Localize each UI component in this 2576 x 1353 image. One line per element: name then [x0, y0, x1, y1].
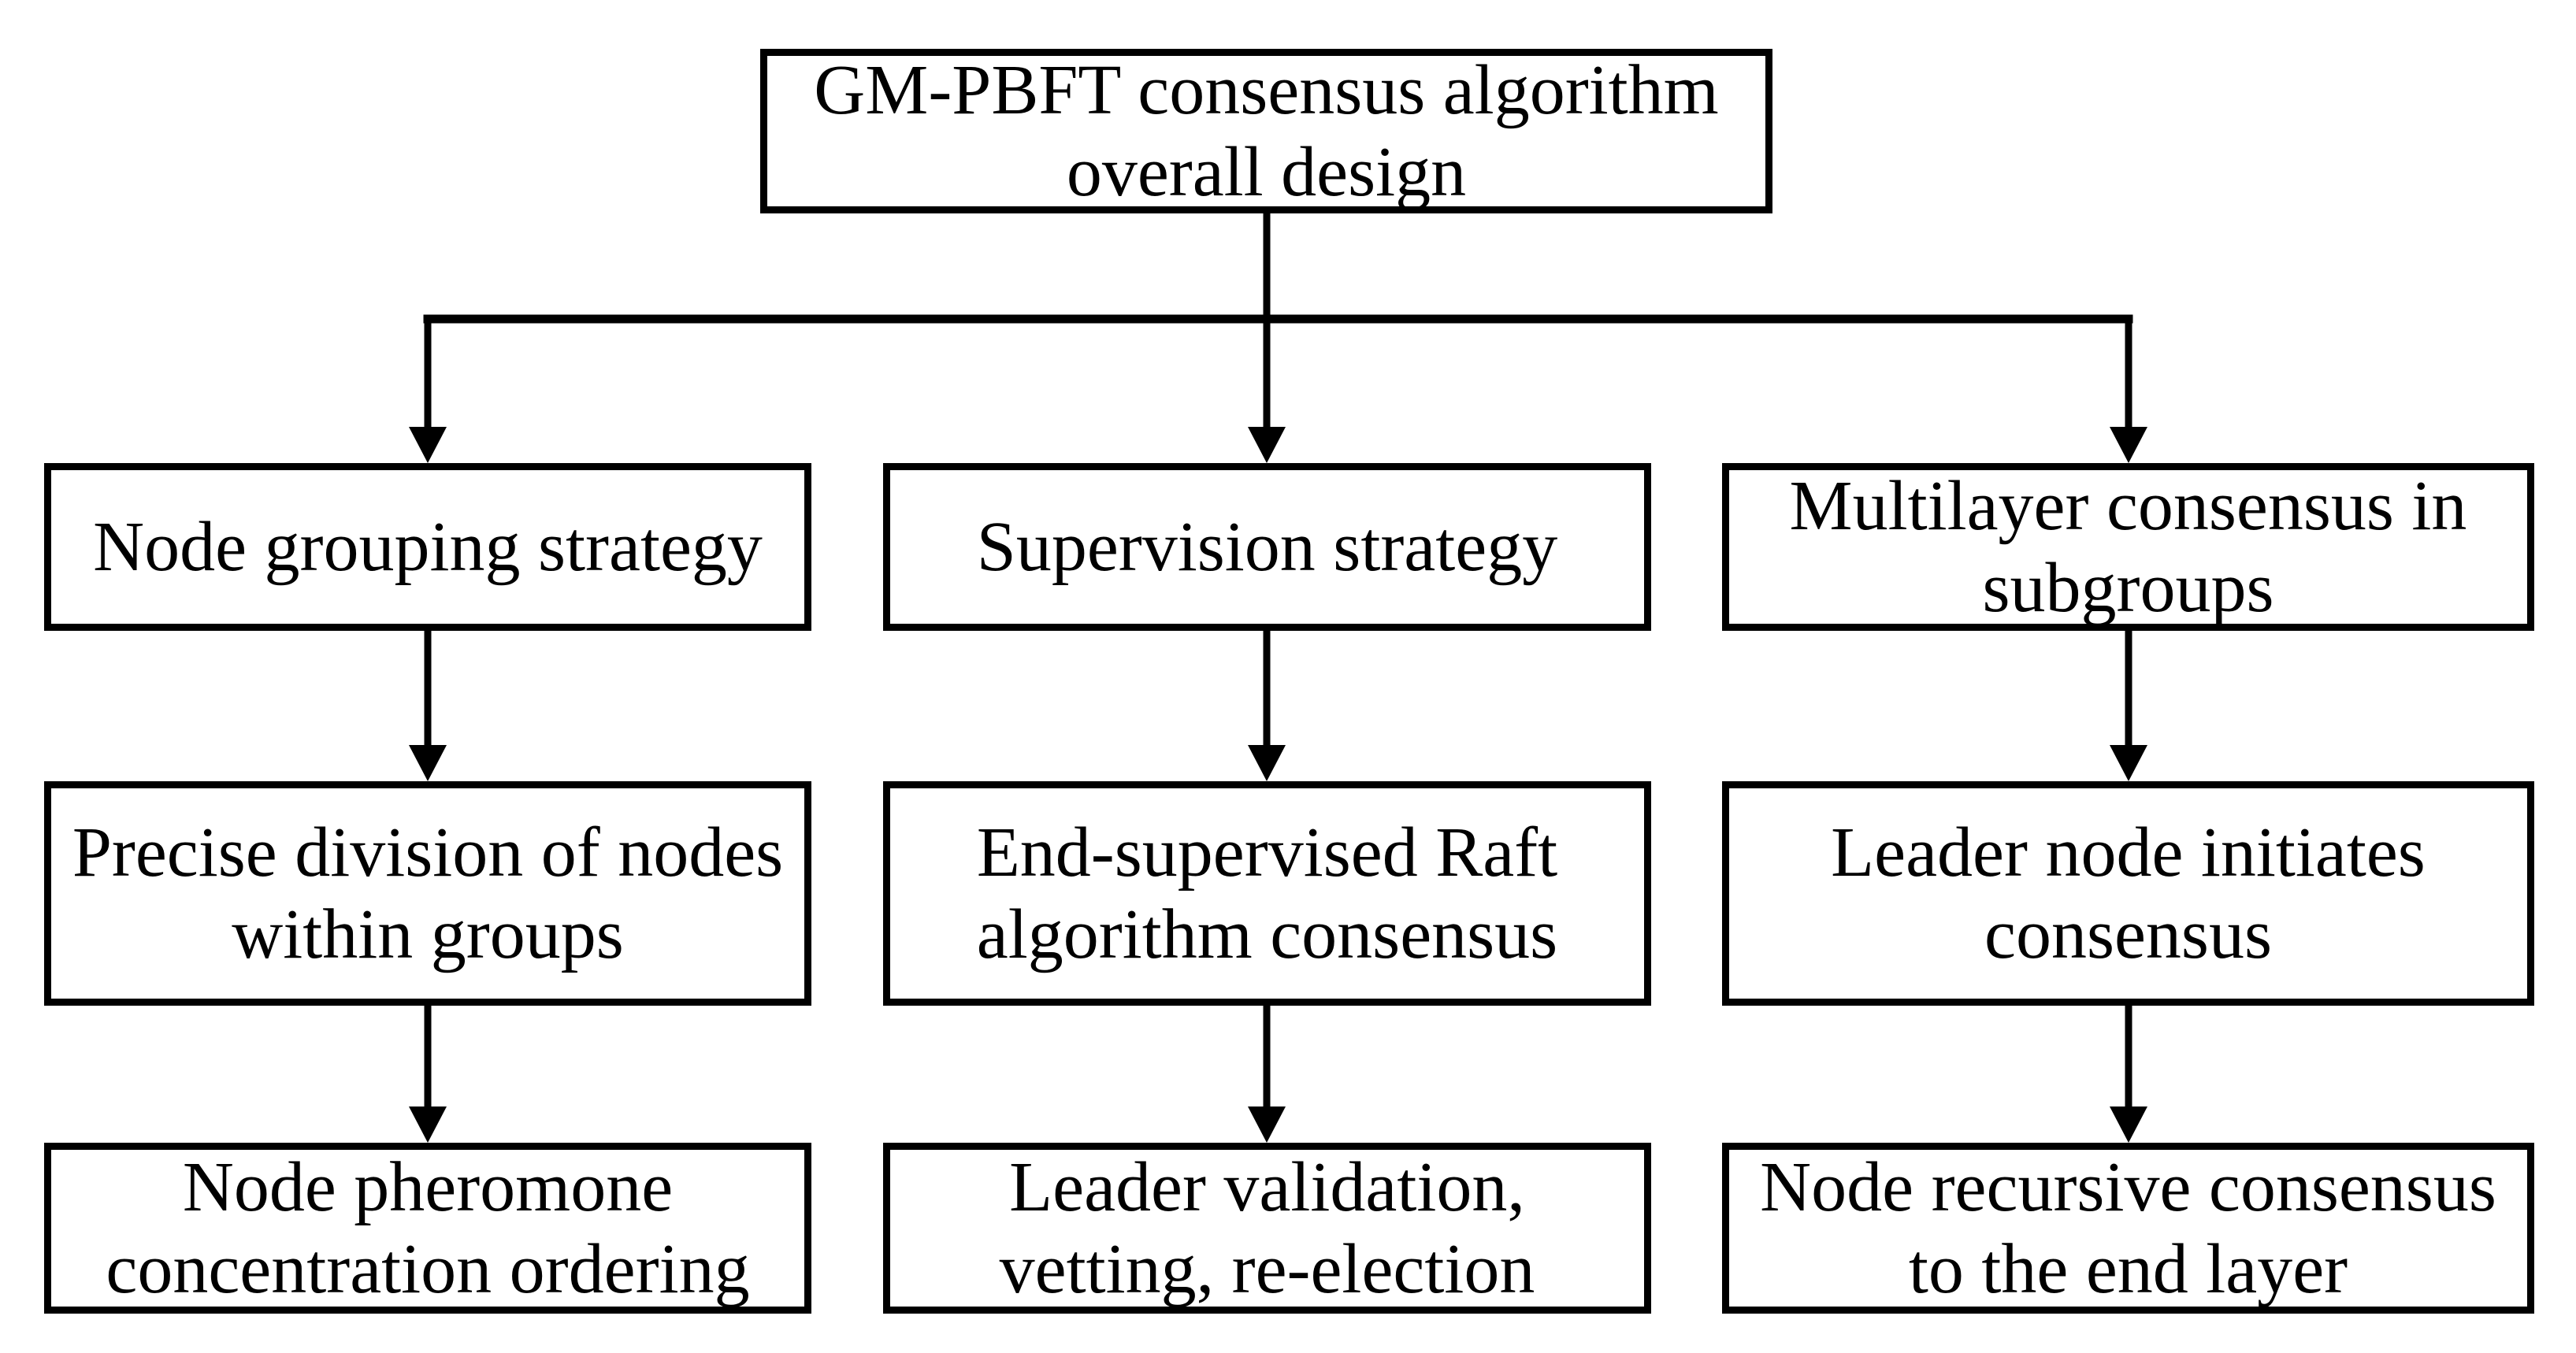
node-multilayer-consensus-label: Multilayer consensus in subgroups	[1789, 467, 2467, 627]
node-grouping-strategy-label: Node grouping strategy	[93, 507, 763, 586]
node-leader-validation: Leader validation, vetting, re-election	[883, 1143, 1651, 1314]
node-pheromone-ordering: Node pheromone concentration ordering	[44, 1143, 811, 1314]
node-supervision-strategy: Supervision strategy	[883, 463, 1651, 631]
arrowhead-col2-row3	[1248, 1106, 1286, 1143]
node-pheromone-ordering-label: Node pheromone concentration ordering	[106, 1148, 750, 1308]
node-raft-consensus-label: End-supervised Raft algorithm consensus	[976, 814, 1558, 973]
node-recursive-consensus-label: Node recursive consensus to the end laye…	[1760, 1148, 2496, 1308]
node-precise-division: Precise division of nodes within groups	[44, 781, 811, 1006]
node-leader-validation-label: Leader validation, vetting, re-election	[999, 1148, 1535, 1308]
node-precise-division-label: Precise division of nodes within groups	[72, 814, 784, 973]
node-supervision-strategy-label: Supervision strategy	[976, 507, 1558, 586]
node-overall-design-label: GM-PBFT consensus algorithm overall desi…	[814, 51, 1719, 211]
node-raft-consensus: End-supervised Raft algorithm consensus	[883, 781, 1651, 1006]
arrowhead-col1-row1	[409, 427, 447, 463]
arrowhead-col2-row1	[1248, 427, 1286, 463]
arrowhead-col3-row2	[2110, 745, 2147, 781]
arrowhead-col1-row3	[409, 1106, 447, 1143]
arrowhead-col3-row3	[2110, 1106, 2147, 1143]
arrowhead-col2-row2	[1248, 745, 1286, 781]
arrowhead-col3-row1	[2110, 427, 2147, 463]
node-recursive-consensus: Node recursive consensus to the end laye…	[1722, 1143, 2534, 1314]
node-multilayer-consensus: Multilayer consensus in subgroups	[1722, 463, 2534, 631]
arrowhead-col1-row2	[409, 745, 447, 781]
node-overall-design: GM-PBFT consensus algorithm overall desi…	[760, 49, 1772, 213]
node-grouping-strategy: Node grouping strategy	[44, 463, 811, 631]
node-leader-initiates: Leader node initiates consensus	[1722, 781, 2534, 1006]
node-leader-initiates-label: Leader node initiates consensus	[1831, 814, 2426, 973]
